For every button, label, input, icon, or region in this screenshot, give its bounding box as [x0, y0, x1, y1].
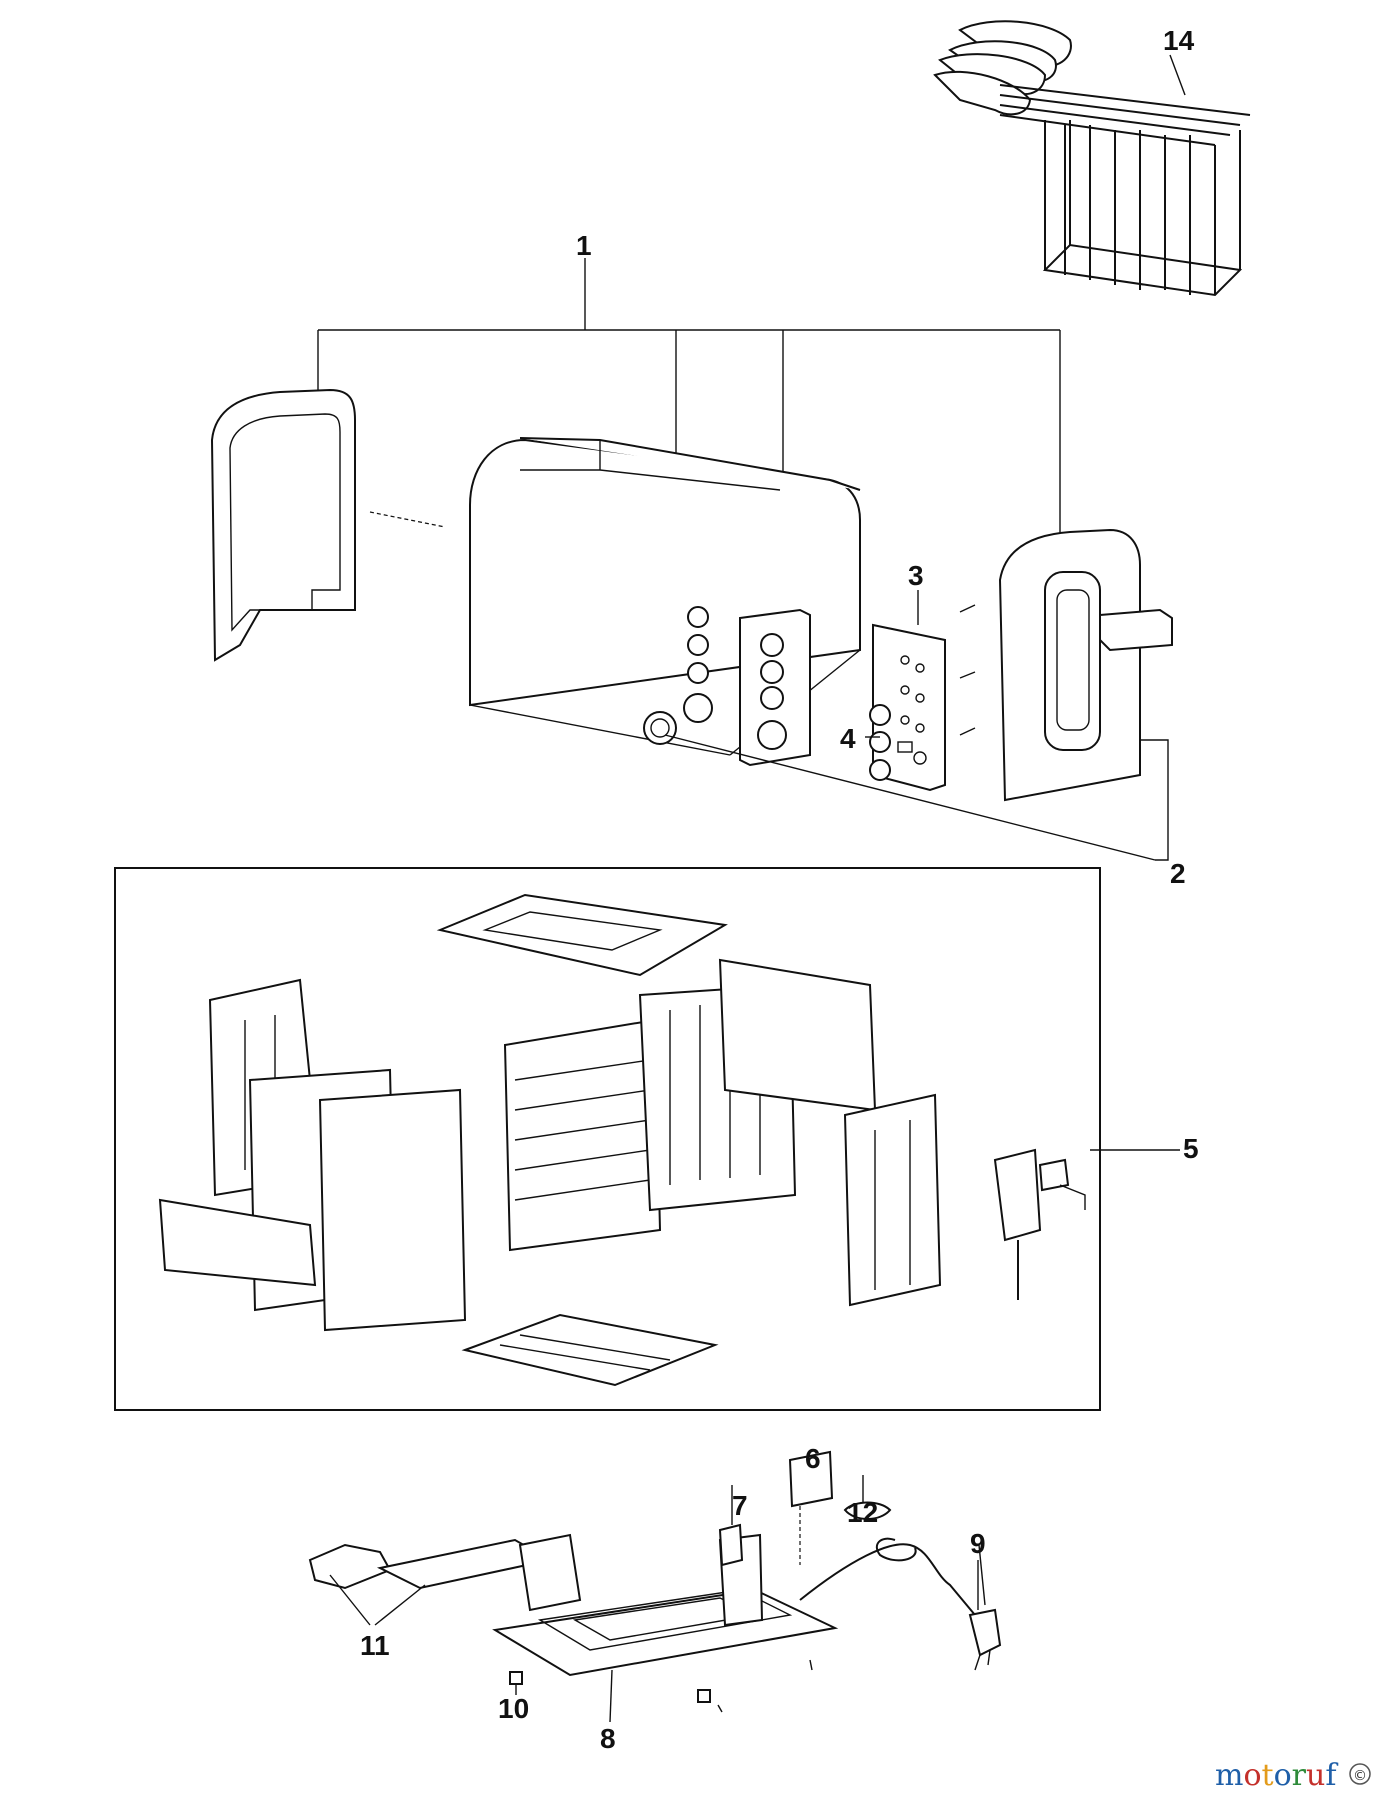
callout-14: 14 — [1163, 25, 1195, 56]
callout-1: 1 — [576, 230, 592, 261]
bread-rack-assembly — [933, 20, 1251, 297]
control-panel — [739, 608, 811, 767]
callout-5: 5 — [1183, 1133, 1199, 1164]
callout-10: 10 — [498, 1693, 529, 1724]
watermark-letter: t — [1262, 1758, 1274, 1793]
callout-3: 3 — [908, 560, 924, 591]
watermark-logo: motoruf © — [1215, 1758, 1371, 1793]
watermark-letter: f — [1325, 1758, 1338, 1793]
watermark-badge: © — [1353, 1768, 1367, 1784]
chassis-assembly-frame — [114, 867, 1101, 1411]
callout-9: 9 — [970, 1528, 986, 1559]
callout-7: 7 — [732, 1490, 748, 1521]
callout-11: 11 — [360, 1630, 390, 1661]
knobs — [869, 704, 891, 781]
watermark-letter: u — [1306, 1758, 1325, 1793]
right-end-cap — [998, 528, 1173, 802]
callout-2: 2 — [1170, 858, 1186, 889]
watermark-letter: o — [1243, 1758, 1261, 1793]
callout-8: 8 — [600, 1723, 616, 1754]
watermark-letter: m — [1215, 1758, 1243, 1793]
watermark-letter: o — [1274, 1758, 1292, 1793]
callout-6: 6 — [805, 1443, 821, 1474]
callout-4: 4 — [840, 723, 856, 754]
base-assembly — [308, 1450, 1002, 1713]
watermark-letter: r — [1292, 1758, 1307, 1793]
left-end-cap — [210, 388, 356, 662]
callout-12: 12 — [847, 1497, 878, 1528]
chassis-assembly — [158, 893, 1086, 1387]
svg-text:motoruf: motoruf — [1215, 1758, 1338, 1793]
